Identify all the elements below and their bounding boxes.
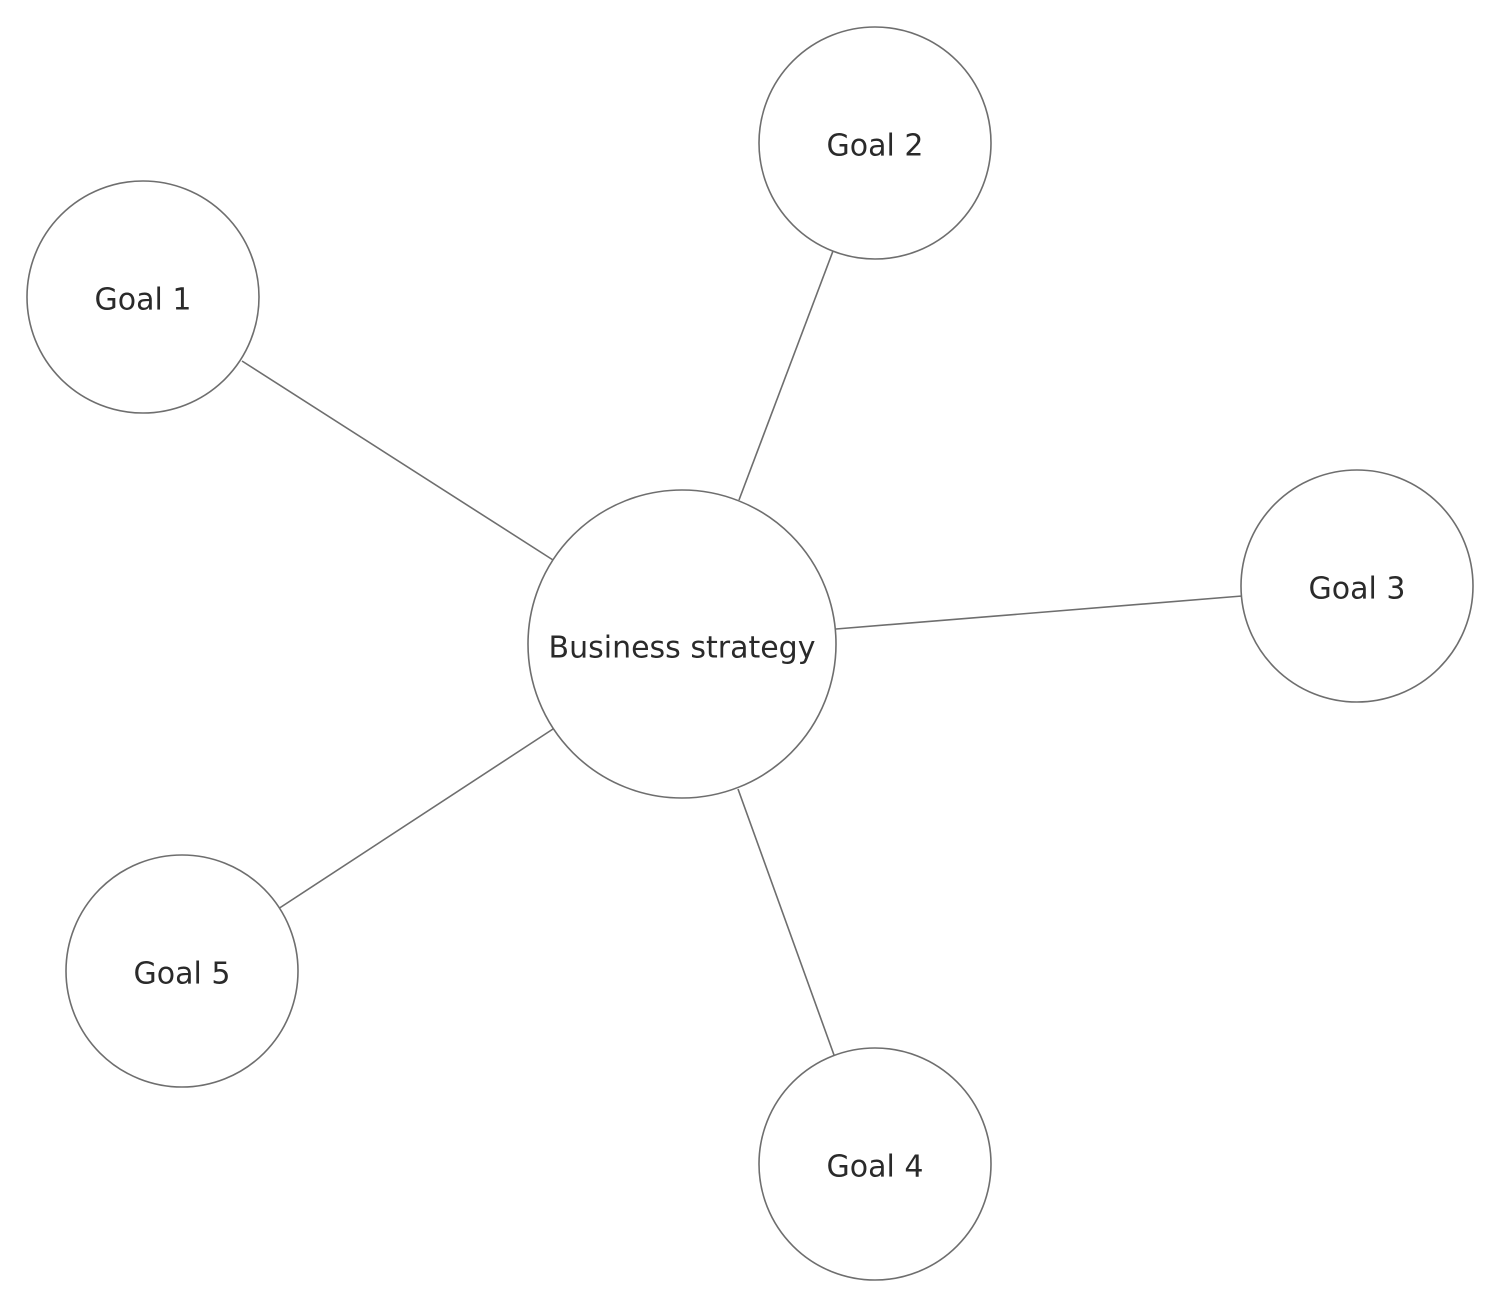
- goal-node-3[interactable]: Goal 3: [1240, 469, 1474, 703]
- goal-node-5-circle: [65, 854, 299, 1088]
- goal-node-4[interactable]: Goal 4: [758, 1047, 992, 1281]
- center-node-label: Business strategy: [549, 631, 816, 666]
- goal-node-2-label: Goal 2: [827, 129, 924, 164]
- connector-goal-4: [737, 788, 835, 1056]
- connector-goal-5: [277, 728, 554, 910]
- goal-node-5[interactable]: Goal 5: [65, 854, 299, 1088]
- connector-goal-1: [241, 360, 554, 561]
- goal-node-2[interactable]: Goal 2: [758, 26, 992, 260]
- goal-node-4-label: Goal 4: [827, 1150, 924, 1185]
- goal-node-5-label: Goal 5: [134, 957, 231, 992]
- goal-node-1[interactable]: Goal 1: [26, 180, 260, 414]
- goal-node-2-circle: [758, 26, 992, 260]
- goal-node-4-circle: [758, 1047, 992, 1281]
- goal-node-1-label: Goal 1: [95, 283, 192, 318]
- center-node[interactable]: Business strategy: [527, 489, 837, 799]
- connector-goal-2: [738, 250, 834, 501]
- connector-goal-3: [835, 595, 1243, 630]
- goal-node-3-label: Goal 3: [1309, 572, 1406, 607]
- goal-node-3-circle: [1240, 469, 1474, 703]
- center-node-circle: [527, 489, 837, 799]
- connectors: [241, 250, 1243, 1056]
- goal-node-1-circle: [26, 180, 260, 414]
